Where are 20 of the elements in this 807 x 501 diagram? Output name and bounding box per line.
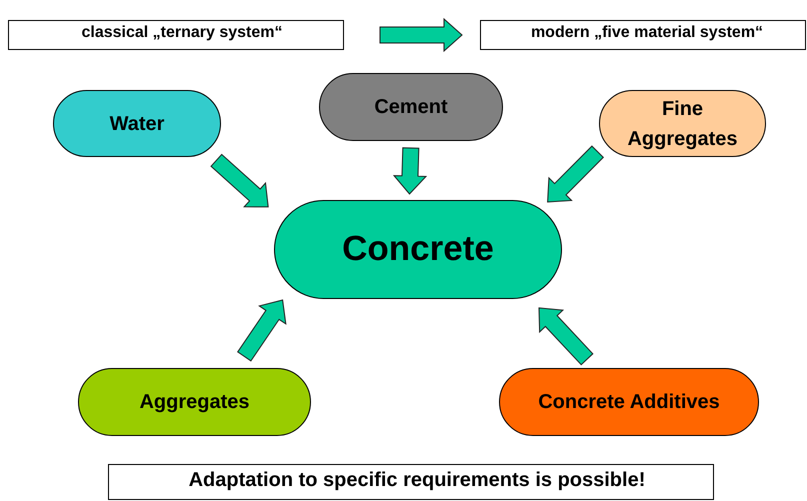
block-arrow xyxy=(392,147,428,195)
node-label: Adaptation to specific requirements is possible! xyxy=(188,468,646,493)
note-box xyxy=(108,464,714,500)
node-label: Concrete xyxy=(341,228,495,270)
block-arrow xyxy=(210,154,269,208)
node-label: Concrete Additives xyxy=(537,390,721,415)
node-label: Fine Aggregates xyxy=(626,96,739,152)
node-label: Water xyxy=(108,112,166,136)
block-arrow xyxy=(547,145,604,203)
node-label: modern „five material system“ xyxy=(530,23,764,43)
block-arrow xyxy=(380,18,463,52)
heading-box xyxy=(480,20,806,50)
block-arrow xyxy=(237,299,286,362)
node-label: Cement xyxy=(373,95,449,120)
heading-box xyxy=(8,20,344,50)
node-label: Aggregates xyxy=(138,390,251,415)
block-arrow xyxy=(538,307,594,366)
ingredient-pill xyxy=(53,90,221,157)
node-label: classical „ternary system“ xyxy=(80,23,284,43)
ingredient-pill xyxy=(599,90,766,157)
